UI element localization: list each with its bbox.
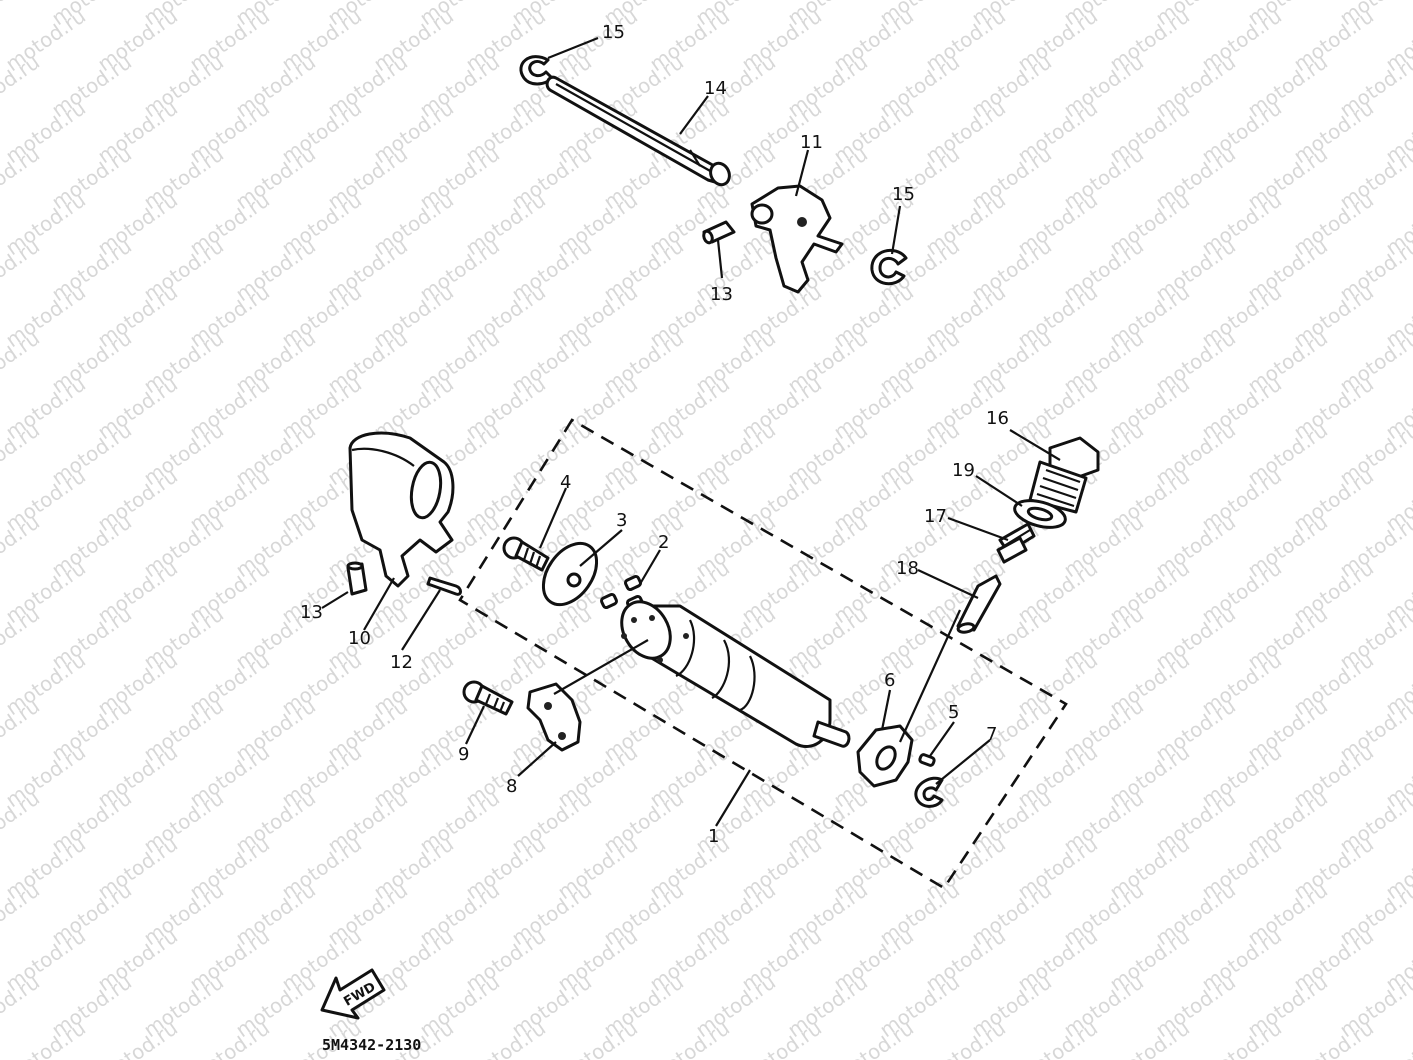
callout-5: 5 (948, 702, 959, 723)
part-shift-drum-1 (620, 600, 851, 748)
callout-19: 19 (952, 460, 975, 481)
callout-13-top: 13 (710, 284, 733, 305)
part-circlip-15-right (870, 248, 908, 286)
part-shift-fork-11 (750, 184, 844, 294)
callout-15-top: 15 (602, 22, 625, 43)
watermark-text: motod.ru (921, 1016, 1010, 1060)
callout-10: 10 (348, 628, 371, 649)
watermark-text: motod.ru (829, 1016, 918, 1060)
part-shift-fork-10 (348, 431, 455, 588)
part-circlip-7 (914, 776, 944, 808)
watermark-text: motod.ru (1013, 1016, 1102, 1060)
callout-labels: 15 14 11 15 13 16 19 17 18 4 3 2 13 10 1… (300, 22, 1009, 847)
callout-14: 14 (704, 78, 727, 99)
callout-1: 1 (708, 826, 719, 847)
watermark-text: motod.ru (737, 1016, 826, 1060)
callout-12: 12 (390, 652, 413, 673)
part-plug-bolt-16 (1028, 436, 1100, 514)
callout-11: 11 (800, 132, 823, 153)
callout-4: 4 (560, 472, 571, 493)
part-plunger-18 (956, 574, 1002, 634)
callout-8: 8 (506, 776, 517, 797)
part-dowel-13-top (702, 220, 736, 245)
callout-7: 7 (986, 724, 997, 745)
part-dowel-13-lower (346, 561, 368, 596)
callout-6: 6 (884, 670, 895, 691)
part-pin-5 (918, 753, 936, 767)
callout-15-right: 15 (892, 184, 915, 205)
callout-17: 17 (924, 506, 947, 527)
callout-13-lower: 13 (300, 602, 323, 623)
watermark-text: motod.ru (553, 1016, 642, 1060)
watermark-text: motod.ru (1105, 1016, 1194, 1060)
diagram-code: 5M4342-2130 (322, 1036, 421, 1054)
callout-3: 3 (616, 510, 627, 531)
part-screw-9 (462, 680, 514, 716)
watermark-text: motod.ru (645, 1016, 734, 1060)
watermark-text: motod.ru (0, 0, 44, 30)
callout-2: 2 (658, 532, 669, 553)
callout-18: 18 (896, 558, 919, 579)
watermark-text: motod.ru (461, 1016, 550, 1060)
watermark-text: motod.ru (1381, 1016, 1413, 1060)
callout-9: 9 (458, 744, 469, 765)
watermark-text: motod.ru (1289, 1016, 1378, 1060)
watermark-text: motod.ru (93, 1016, 182, 1060)
part-screw-4 (502, 536, 550, 572)
watermark-text: motod.ru (185, 1016, 274, 1060)
part-cotter-pin-12 (426, 576, 462, 596)
dashed-assembly-outline (458, 418, 1068, 890)
part-spring-17 (996, 522, 1036, 564)
callout-16: 16 (986, 408, 1009, 429)
leader-lines (321, 36, 1061, 827)
watermark-text: motod.ru (1, 1016, 90, 1060)
part-washer-19 (1013, 499, 1067, 529)
watermark-text: motod.ru (1197, 1016, 1286, 1060)
part-plate-3 (541, 541, 599, 607)
part-shaft-14 (545, 75, 731, 187)
part-segment-8 (526, 682, 582, 752)
part-circlip-15-top (519, 55, 554, 86)
